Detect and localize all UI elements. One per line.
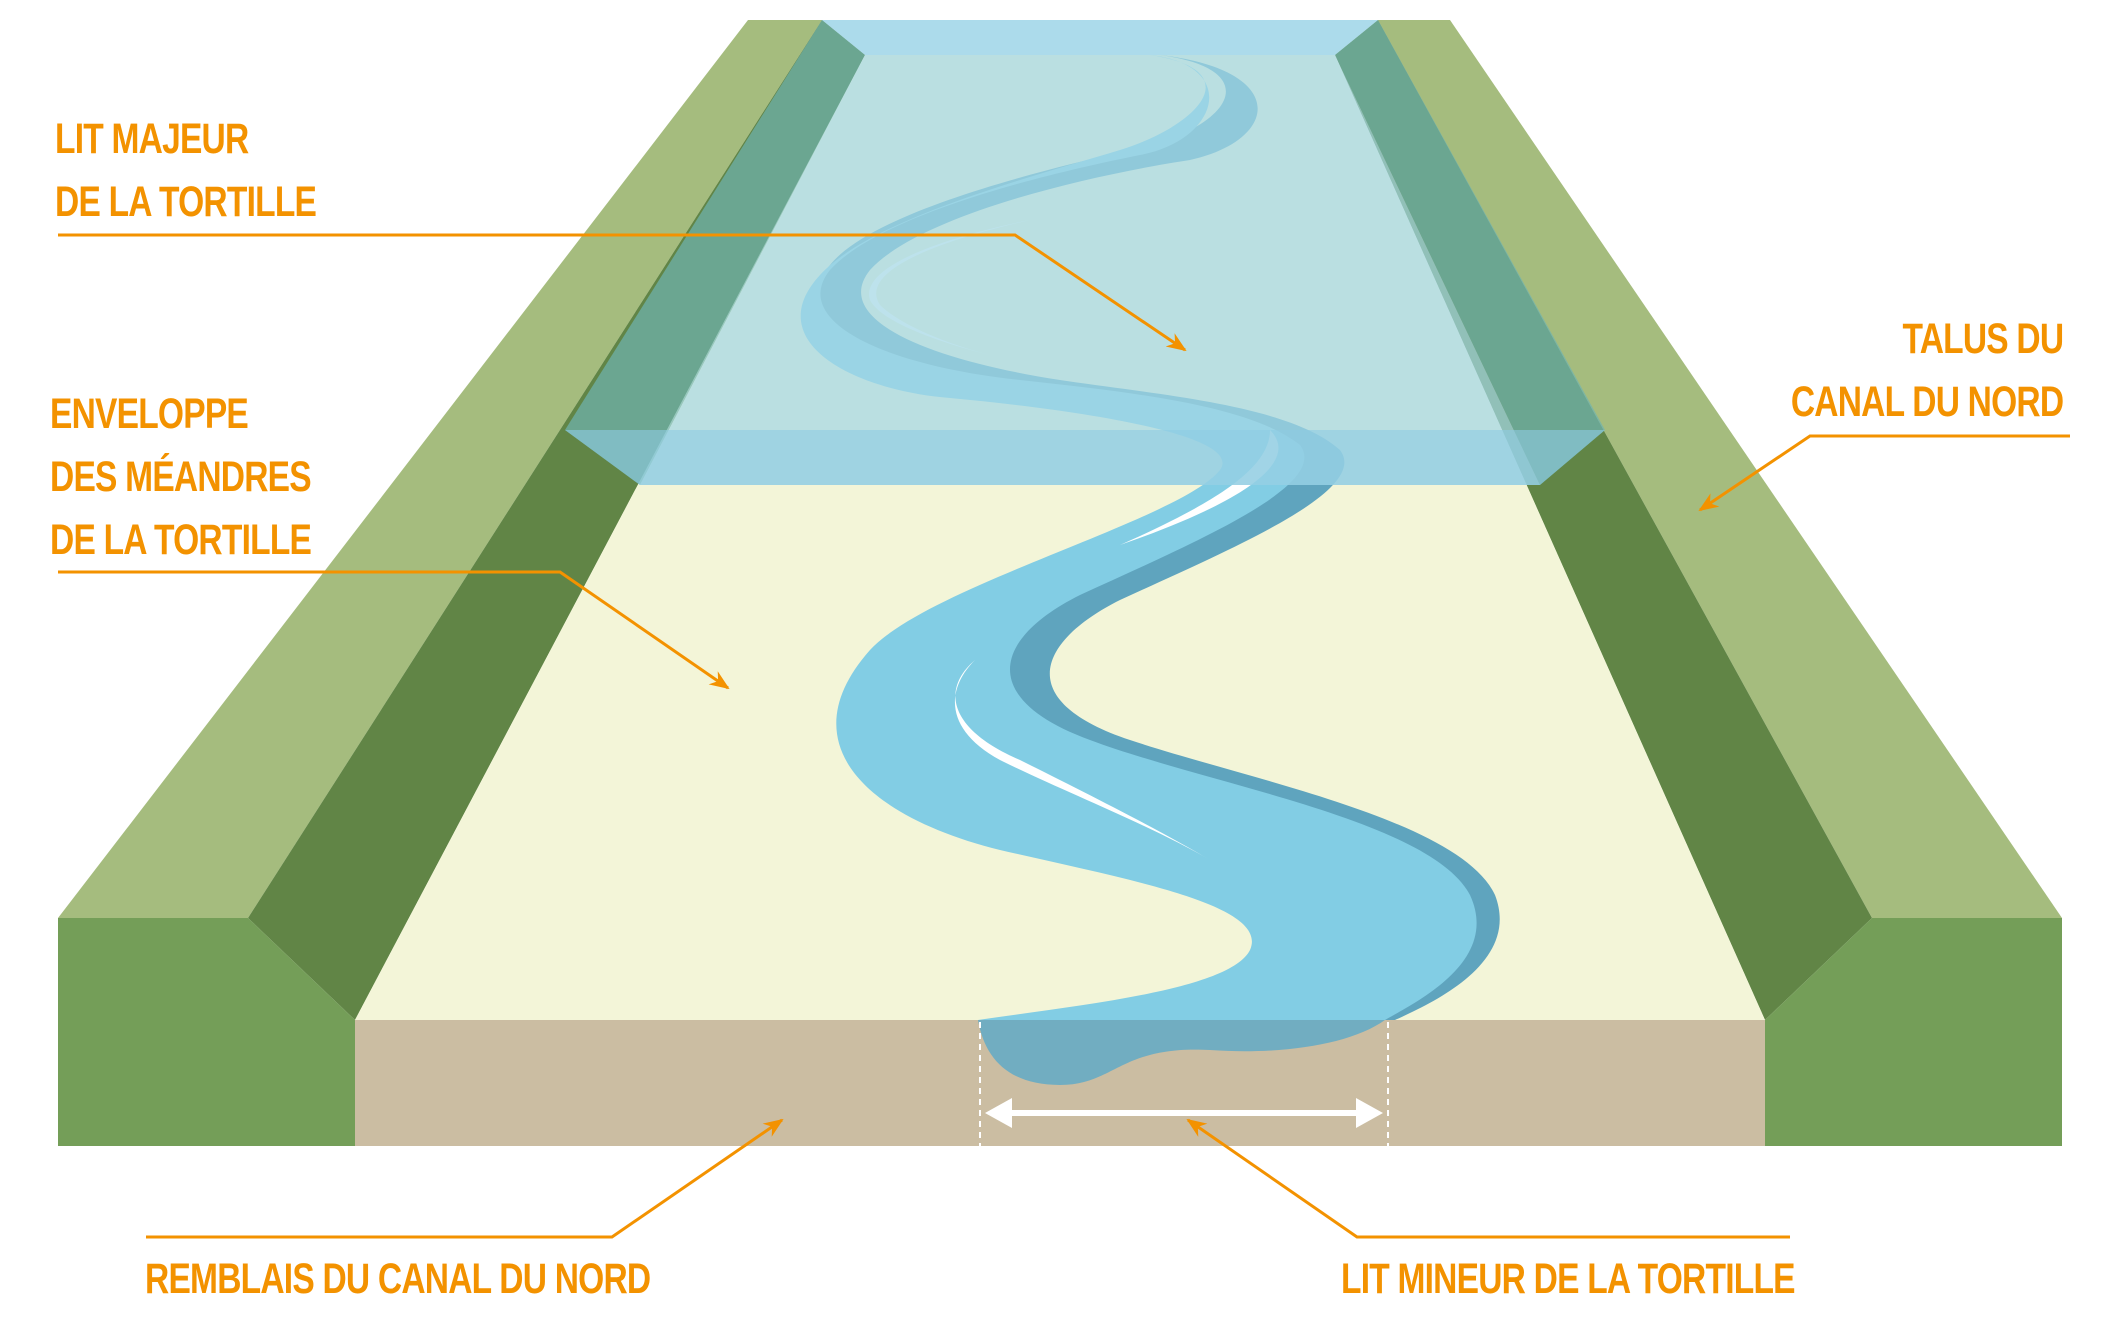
leader-lit-majeur [58,233,1187,352]
label-lit-mineur-text: LIT MINEUR DE LA TORTILLE [1341,1255,1796,1303]
label-enveloppe: ENVELOPPE DES MÉANDRES DE LA TORTILLE [50,383,312,572]
lit-majeur-right-face [1335,20,1605,485]
leader-talus [1698,434,2070,512]
lit-majeur-volume [565,20,1605,485]
label-lit-majeur: LIT MAJEUR DE LA TORTILLE [55,108,317,234]
label-talus: TALUS DU CANAL DU NORD [1790,308,2064,434]
meandering-river [800,55,1500,1020]
right-embankment-front [1765,918,2062,1146]
label-lit-majeur-line-2: DE LA TORTILLE [55,178,317,226]
river-cross-section [978,1020,1385,1085]
label-lit-majeur-line-1: LIT MAJEUR [55,115,249,163]
label-lit-mineur: LIT MINEUR DE LA TORTILLE [1341,1248,1796,1311]
label-enveloppe-line-3: DE LA TORTILLE [50,516,312,564]
label-remblais-text: REMBLAIS DU CANAL DU NORD [145,1255,651,1303]
lit-majeur-left-face [565,20,865,485]
river-highlight-3 [954,660,1210,860]
lit-majeur-bottom-edge [565,430,1605,485]
left-embankment-front [58,918,355,1146]
leader-lines [58,233,2070,1239]
leader-remblais [146,1118,784,1239]
label-talus-line-2: CANAL DU NORD [1790,378,2064,426]
river-highlight-2 [1120,430,1279,545]
lit-majeur-front [640,55,1540,485]
label-enveloppe-line-1: ENVELOPPE [50,390,249,438]
label-talus-line-1: TALUS DU [1902,315,2064,363]
left-embankment-top [58,20,822,918]
label-remblais: REMBLAIS DU CANAL DU NORD [145,1248,651,1311]
leader-enveloppe [58,570,730,690]
lit-majeur-top [822,20,1378,55]
leader-lit-mineur [1186,1118,1790,1239]
river-width-dimension [979,1022,1389,1146]
dimension-arrowhead-right [1356,1098,1383,1128]
dimension-arrowhead-left [985,1098,1012,1128]
right-embankment-top [1378,20,2062,918]
label-enveloppe-line-2: DES MÉANDRES [50,453,312,501]
